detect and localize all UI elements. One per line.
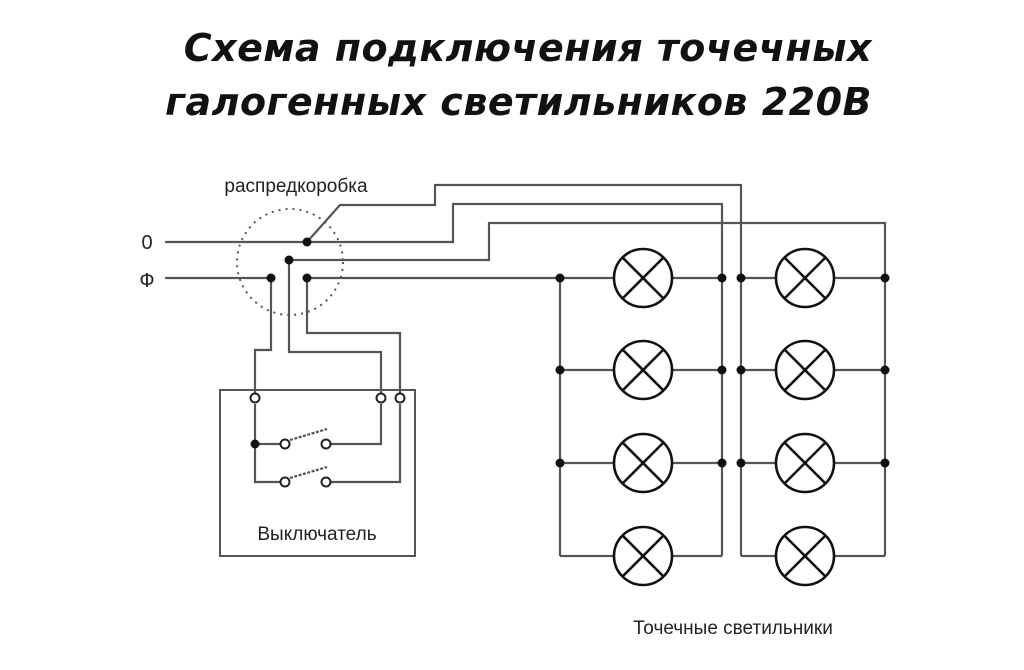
lamp-cross [621, 348, 665, 392]
switch-return-1 [287, 260, 383, 393]
junction-box-label: распредкоробка [224, 176, 368, 197]
node-dot [555, 458, 565, 468]
lamp-groups [560, 247, 885, 587]
node-dot [880, 273, 890, 283]
lamp-cross [783, 256, 827, 300]
switch-terminals [249, 392, 406, 488]
node-dot [736, 458, 746, 468]
switch-internals [253, 404, 402, 484]
node-dot [266, 273, 276, 283]
node-dot [736, 273, 746, 283]
switch-key-2 [289, 465, 328, 480]
switch-common [253, 404, 280, 484]
wires [165, 183, 887, 556]
neutral-tap-group-2 [306, 183, 743, 556]
terminal-icon [375, 392, 387, 404]
node-dot [736, 365, 746, 375]
node-dot [555, 273, 565, 283]
node-dot [717, 273, 727, 283]
node-dot [250, 439, 260, 449]
node-dot [880, 458, 890, 468]
node-dot [717, 458, 727, 468]
contact-icon [279, 438, 291, 450]
node-dot [555, 365, 565, 375]
lamp-cross [783, 441, 827, 485]
node-dot [880, 365, 890, 375]
switch-key-1 [289, 427, 328, 442]
phase-label: Ф [139, 270, 154, 292]
lamp-group-2 [741, 247, 885, 587]
switch-out-2 [331, 404, 402, 484]
lamp-cross [783, 534, 827, 578]
terminal-icon [394, 392, 406, 404]
diagram-title-line-2: галогенных светильников 220В [165, 80, 872, 124]
terminal-icon [249, 392, 261, 404]
switch-return-2 [305, 278, 402, 393]
neutral-input-wire [165, 202, 724, 556]
diagram-title-line-1: Схема подключения точечных [183, 26, 872, 70]
lamp-cross [783, 348, 827, 392]
switch-out-1 [331, 404, 383, 446]
junction-box-outline [236, 208, 344, 316]
junction-dots [250, 237, 890, 468]
switch-label: Выключатель [257, 524, 376, 545]
lamp-cross [621, 441, 665, 485]
lamp-cross [621, 256, 665, 300]
node-dot [302, 237, 312, 247]
phase-to-switch [253, 278, 273, 393]
contact-icon [320, 438, 332, 450]
node-dot [717, 365, 727, 375]
contact-icon [279, 476, 291, 488]
switch-box [219, 389, 416, 557]
lamp-group-1 [560, 247, 722, 587]
lamps-label: Точечные светильники [633, 618, 833, 639]
switched-line-2 [307, 276, 562, 556]
neutral-label: 0 [141, 232, 152, 254]
node-dot [302, 273, 312, 283]
node-dot [284, 255, 294, 265]
contact-icon [320, 476, 332, 488]
switched-line-1 [289, 221, 887, 556]
lamp-cross [621, 534, 665, 578]
